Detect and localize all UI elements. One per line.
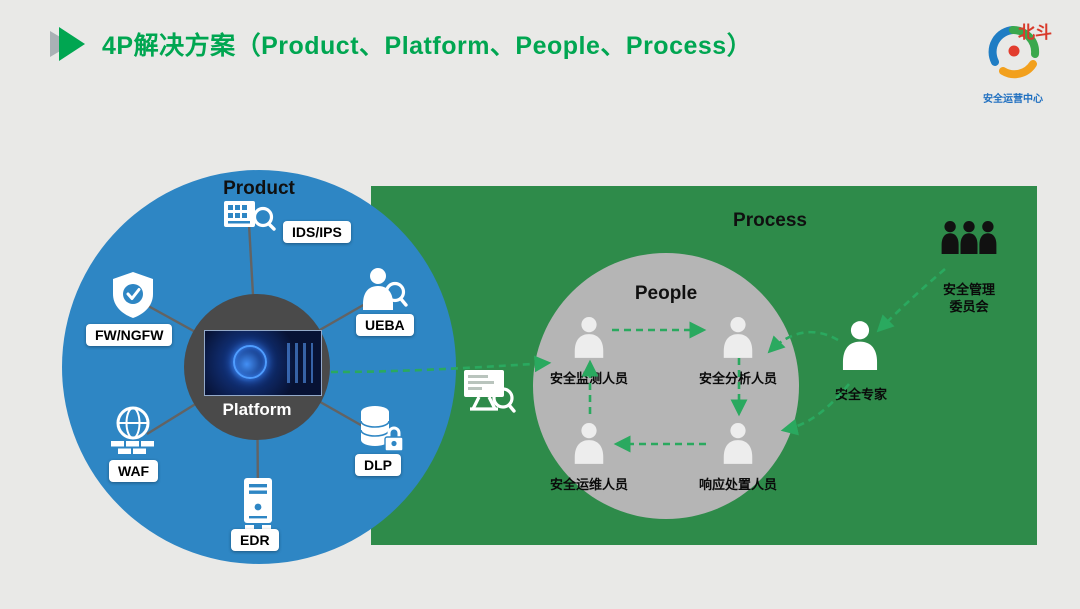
committee-line-2: 委员会 <box>949 299 989 314</box>
play-triangle-icon <box>50 26 88 62</box>
person-icon <box>570 316 608 358</box>
server-tower-icon <box>239 476 277 530</box>
server-scan-icon <box>222 196 276 238</box>
label-security-committee: 安全管理 委员会 <box>913 281 1025 315</box>
committee-line-1: 安全管理 <box>942 282 995 297</box>
person-icon <box>570 422 608 464</box>
page-title: 4P解决方案（Product、Platform、People、Process） <box>102 32 753 60</box>
logo: 北斗 安全运营中心 <box>968 20 1058 105</box>
logo-caption: 安全运营中心 <box>983 94 1043 105</box>
label-operations-staff: 安全运维人员 <box>549 477 628 492</box>
platform-glow-ring <box>233 345 267 379</box>
person-icon <box>719 316 757 358</box>
title-row: 4P解决方案（Product、Platform、People、Process） <box>50 26 752 62</box>
label-response-staff: 响应处置人员 <box>698 477 777 492</box>
database-lock-icon <box>358 404 406 456</box>
user-search-icon <box>360 266 408 312</box>
logo-swirl-icon <box>988 25 1040 79</box>
triangle-green <box>59 27 85 61</box>
shield-icon <box>110 270 156 320</box>
label-edr: EDR <box>231 529 279 551</box>
label-security-expert: 安全专家 <box>834 387 887 402</box>
logo-mark-text: 北斗 <box>1018 23 1052 43</box>
expert-person-icon <box>837 320 883 370</box>
label-monitoring-staff: 安全监测人员 <box>549 371 628 386</box>
people-circle <box>533 253 799 519</box>
label-fw-ngfw: FW/NGFW <box>86 324 173 346</box>
platform-screen-image <box>204 330 322 396</box>
people-title: People <box>634 283 698 304</box>
platform-data-bars <box>287 343 313 383</box>
process-title: Process <box>733 210 807 231</box>
globe-wall-icon <box>108 404 158 456</box>
label-analysis-staff: 安全分析人员 <box>698 371 777 386</box>
label-waf: WAF <box>109 460 159 482</box>
monitoring-screen-icon <box>462 368 516 414</box>
person-icon <box>719 422 757 464</box>
product-title: Product <box>223 178 295 199</box>
label-ids-ips: IDS/IPS <box>283 221 351 243</box>
committee-group-icon <box>940 220 998 254</box>
label-dlp: DLP <box>355 454 401 476</box>
label-ueba: UEBA <box>356 314 414 336</box>
platform-label: Platform <box>222 400 292 419</box>
